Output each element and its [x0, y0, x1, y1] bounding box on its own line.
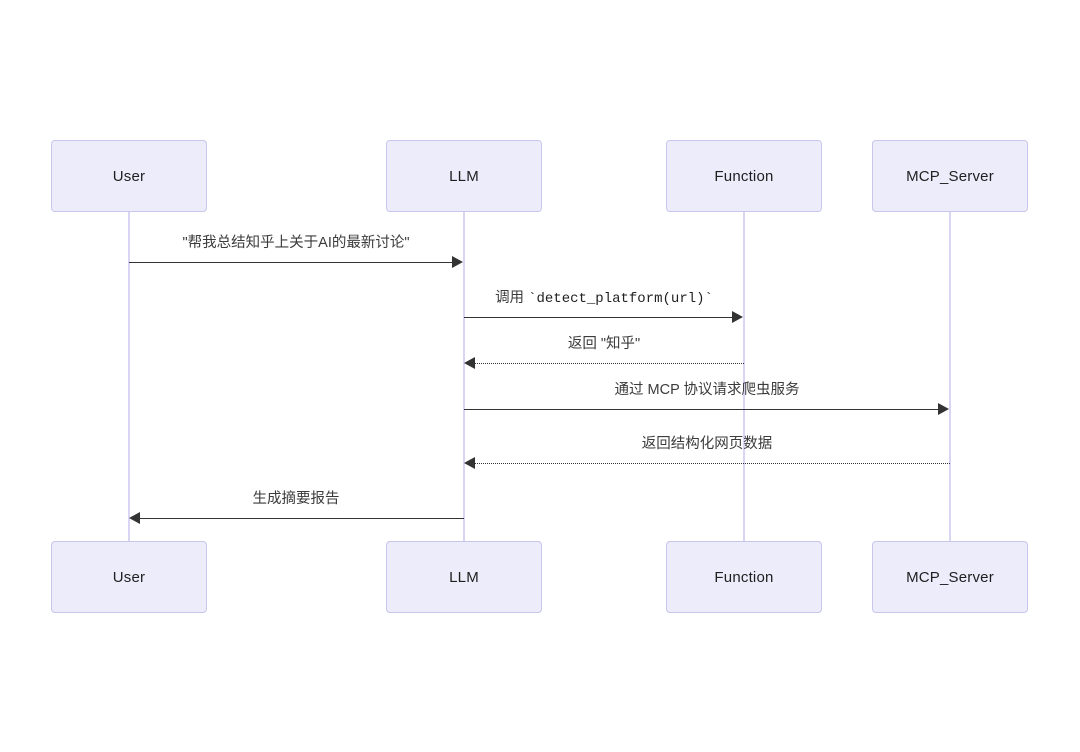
lifeline-function — [743, 212, 745, 541]
message-label-2-code: `detect_platform(url)` — [528, 291, 713, 307]
participant-box-user-bottom[interactable]: User — [51, 541, 207, 613]
lifeline-llm — [463, 212, 465, 541]
lifeline-user — [128, 212, 130, 541]
message-label-2-prefix: 调用 — [495, 290, 529, 306]
participant-label-llm-bottom: LLM — [449, 568, 479, 586]
participant-label-mcp-server-bottom: MCP_Server — [906, 568, 994, 586]
message-label-2: 调用 `detect_platform(url)` — [495, 286, 713, 307]
participant-box-llm-bottom[interactable]: LLM — [386, 541, 542, 613]
lifeline-mcp-server — [949, 212, 951, 541]
arrow-head-left-6 — [129, 512, 140, 524]
message-line-5 — [475, 463, 950, 464]
participant-box-function-bottom[interactable]: Function — [666, 541, 822, 613]
message-line-6 — [140, 518, 464, 519]
message-line-1 — [129, 262, 453, 263]
message-line-4 — [464, 409, 939, 410]
participant-box-function-top[interactable]: Function — [666, 140, 822, 212]
participant-label-mcp-server-top: MCP_Server — [906, 167, 994, 185]
message-label-4: 通过 MCP 协议请求爬虫服务 — [614, 382, 800, 398]
message-label-3: 返回 "知乎" — [567, 336, 641, 352]
participant-label-function-bottom: Function — [714, 568, 774, 586]
arrow-head-right-2 — [732, 311, 743, 323]
arrow-head-left-3 — [464, 357, 475, 369]
participant-label-user-bottom: User — [112, 568, 146, 586]
participant-label-llm-top: LLM — [449, 167, 479, 185]
participant-label-user-top: User — [112, 167, 146, 185]
participant-box-llm-top[interactable]: LLM — [386, 140, 542, 212]
message-label-6: 生成摘要报告 — [252, 491, 340, 507]
message-label-5: 返回结构化网页数据 — [641, 436, 773, 452]
arrow-head-left-5 — [464, 457, 475, 469]
arrow-head-right-4 — [938, 403, 949, 415]
message-line-3 — [475, 363, 744, 364]
message-line-2 — [464, 317, 733, 318]
participant-label-function-top: Function — [714, 167, 774, 185]
arrow-head-right-1 — [452, 256, 463, 268]
participant-box-mcp-server-top[interactable]: MCP_Server — [872, 140, 1028, 212]
participant-box-user-top[interactable]: User — [51, 140, 207, 212]
participant-box-mcp-server-bottom[interactable]: MCP_Server — [872, 541, 1028, 613]
message-label-1: "帮我总结知乎上关于AI的最新讨论" — [182, 235, 410, 251]
